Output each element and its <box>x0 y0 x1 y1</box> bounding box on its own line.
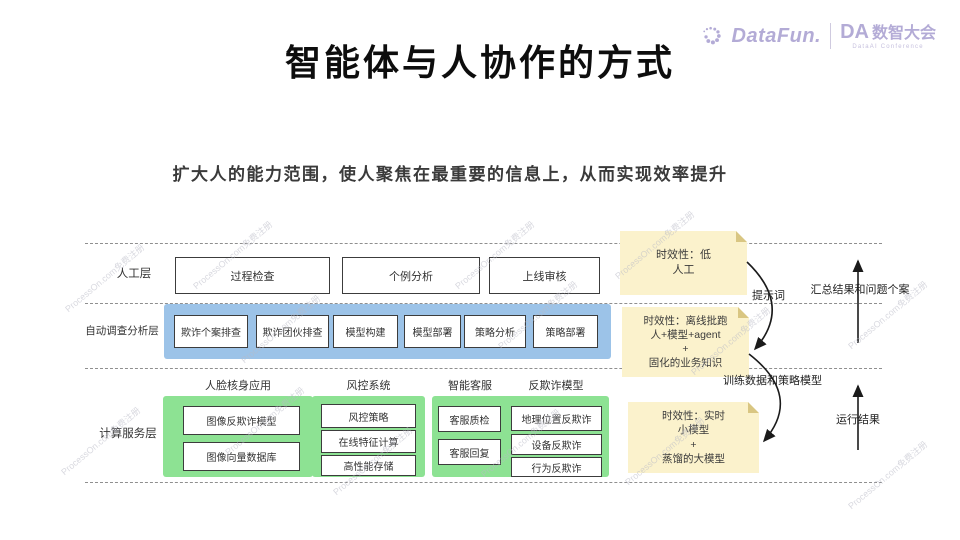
compute-box-image-vector-db: 图像向量数据库 <box>183 442 300 471</box>
dashed-separator-1 <box>85 243 882 244</box>
dashed-separator-3 <box>85 368 882 369</box>
auto-box-fraud-group: 欺诈团伙排查 <box>256 315 329 348</box>
dashed-separator-2 <box>85 303 882 304</box>
compute-box-cs-quality: 客服质检 <box>438 406 501 432</box>
layer-label-compute: 计算服务层 <box>99 428 157 440</box>
note-line: 时效性：实时 <box>662 410 725 423</box>
note-line: 小模型 <box>677 424 710 437</box>
flow-label-run-result: 运行结果 <box>836 414 880 426</box>
compute-box-risk-strategy: 风控策略 <box>321 404 416 428</box>
note-line: 人工 <box>672 264 695 276</box>
note-line: + <box>682 343 689 355</box>
compute-box-online-feature: 在线特征计算 <box>321 430 416 453</box>
human-box-case-analysis: 个例分析 <box>342 257 480 294</box>
flow-label-prompt: 提示词 <box>752 290 785 302</box>
compute-box-image-antifraud-model: 图像反欺诈模型 <box>183 406 300 435</box>
arrow-prompt-curve <box>746 261 773 351</box>
sticky-note-timeliness-realtime: 时效性：实时 小模型 + 蒸馏的大模型 <box>628 402 759 473</box>
group-label-smart-cs: 智能客服 <box>448 380 492 392</box>
auto-box-fraud-case: 欺诈个案排查 <box>174 315 248 348</box>
note-line: + <box>690 438 697 451</box>
flow-label-train-data: 训练数据和策略模型 <box>723 375 822 387</box>
subtitle: 扩大人的能力范围，使人聚焦在最重要的信息上，从而实现效率提升 <box>172 165 728 184</box>
da-logo-abbr: DA <box>840 21 869 43</box>
flow-label-summary: 汇总结果和问题个案 <box>810 284 910 296</box>
group-label-antifraud-models: 反欺诈模型 <box>528 380 584 392</box>
human-box-process-check: 过程检查 <box>175 257 330 294</box>
sticky-note-timeliness-low: 时效性：低 人工 <box>620 231 747 295</box>
note-line: 人+模型+agent <box>650 328 721 341</box>
group-label-face-verify: 人脸核身应用 <box>205 380 271 392</box>
auto-box-model-build: 模型构建 <box>333 315 398 348</box>
compute-box-hp-storage: 高性能存储 <box>321 455 416 476</box>
da-logo: DA 数智大会 DataAI Conference <box>840 22 936 50</box>
compute-box-behavior-antifraud: 行为反欺诈 <box>511 457 602 477</box>
brand-logos: DataFun. DA 数智大会 DataAI Conference <box>701 22 936 50</box>
compute-box-device-antifraud: 设备反欺诈 <box>511 434 602 455</box>
group-label-risk-system: 风控系统 <box>346 380 391 392</box>
dashed-separator-4 <box>85 482 882 483</box>
watermark: ProcessOn.com免费注册 <box>846 439 930 512</box>
sticky-note-timeliness-offline: 时效性：离线批跑 人+模型+agent + 固化的业务知识 <box>622 307 749 377</box>
da-logo-subtitle: DataAI Conference <box>852 44 924 50</box>
da-logo-name: 数智大会 <box>871 25 936 42</box>
compute-box-cs-reply: 客服回复 <box>438 439 501 465</box>
auto-box-strategy-analysis: 策略分析 <box>464 315 526 348</box>
datafun-wordmark: DataFun. <box>731 24 822 47</box>
human-box-launch-review: 上线审核 <box>489 257 600 294</box>
datafun-logo-icon <box>702 26 721 45</box>
note-line: 时效性：离线批跑 <box>643 314 728 327</box>
note-line: 蒸馏的大模型 <box>662 452 725 465</box>
logo-divider <box>830 23 832 49</box>
note-line: 固化的业务知识 <box>648 357 723 370</box>
page-title: 智能体与人协作的方式 <box>284 42 675 83</box>
auto-box-model-deploy: 模型部署 <box>404 315 461 348</box>
layer-label-auto: 自动调查分析层 <box>85 325 159 337</box>
auto-box-strategy-deploy: 策略部署 <box>533 315 598 348</box>
layer-label-human: 人工层 <box>116 268 152 280</box>
compute-box-geo-antifraud: 地理位置反欺诈 <box>511 406 602 431</box>
note-line: 时效性：低 <box>656 249 711 262</box>
